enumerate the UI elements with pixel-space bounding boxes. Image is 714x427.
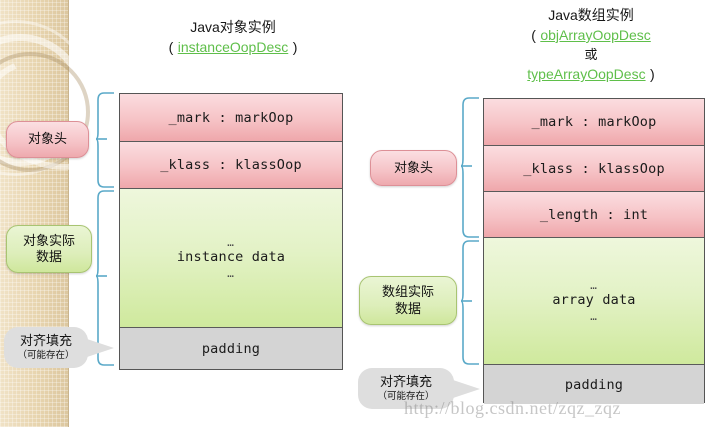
right-label-array-data: 数组实际 数据 bbox=[359, 276, 457, 325]
right-row-klass: _klass : klassOop bbox=[484, 146, 704, 192]
left-title-paren-close: ) bbox=[292, 38, 298, 55]
left-bracket-data bbox=[95, 189, 115, 369]
right-bracket-data bbox=[460, 239, 480, 368]
right-callout-padding: 对齐填充 （可能存在） bbox=[358, 368, 480, 409]
left-row-mark: _mark : markOop bbox=[120, 94, 342, 142]
left-label-object-header: 对象头 bbox=[6, 121, 89, 158]
right-array-data-text: array data bbox=[552, 292, 636, 309]
right-row-mark: _mark : markOop bbox=[484, 99, 704, 146]
left-title-link-instanceoopdesc[interactable]: instanceOopDesc bbox=[177, 38, 289, 55]
right-title-paren-close: ) bbox=[650, 66, 655, 83]
right-callout-padding-line2: （可能存在） bbox=[377, 390, 435, 402]
left-callout-padding-line2: （可能存在） bbox=[17, 349, 75, 361]
left-instance-data-text: instance data bbox=[176, 249, 286, 266]
left-label-object-data-line2: 数据 bbox=[35, 249, 62, 264]
right-label-object-header: 对象头 bbox=[370, 150, 457, 186]
right-memory-layout-table: _mark : markOop _klass : klassOop _lengt… bbox=[483, 98, 705, 404]
left-title-paren-open: ( bbox=[168, 38, 174, 55]
left-memory-layout-table: _mark : markOop _klass : klassOop … inst… bbox=[119, 93, 343, 370]
right-diagram-title: Java数组实例 ( objArrayOopDesc 或 typeArrayOo… bbox=[478, 6, 704, 86]
right-title-text: Java数组实例 bbox=[548, 7, 634, 23]
left-bracket-header bbox=[95, 91, 115, 191]
left-callout-padding: 对齐填充 （可能存在） bbox=[4, 327, 114, 368]
right-row-array-data: … array data … bbox=[484, 238, 704, 365]
right-label-array-data-line2: 数据 bbox=[394, 300, 421, 316]
right-array-dots-bottom: … bbox=[590, 309, 598, 323]
right-label-array-data-line1: 数组实际 bbox=[381, 284, 434, 300]
left-label-object-data-line1: 对象实际 bbox=[22, 232, 75, 248]
right-array-dots-top: … bbox=[590, 279, 598, 293]
left-label-object-data: 对象实际 数据 bbox=[6, 225, 92, 273]
right-bracket-header bbox=[460, 96, 480, 241]
right-row-padding: padding bbox=[484, 365, 704, 404]
right-callout-padding-line1: 对齐填充 bbox=[379, 373, 432, 389]
left-instance-dots-bottom: … bbox=[227, 266, 235, 280]
left-instance-dots-top: … bbox=[227, 236, 235, 250]
left-row-klass: _klass : klassOop bbox=[120, 142, 342, 189]
right-title-or: 或 bbox=[584, 47, 598, 63]
left-diagram-title: Java对象实例 ( instanceOopDesc ) bbox=[128, 18, 338, 58]
right-row-length: _length : int bbox=[484, 192, 704, 238]
right-callout-pointer bbox=[453, 379, 480, 398]
left-title-text: Java对象实例 bbox=[190, 19, 276, 35]
circle-ring-ornament-inner bbox=[0, 52, 90, 172]
right-title-paren-open: ( bbox=[531, 26, 536, 43]
left-callout-pointer bbox=[87, 338, 114, 357]
left-row-padding: padding bbox=[120, 328, 342, 369]
watermark-text: http://blog.csdn.net/zqz_zqz bbox=[404, 398, 621, 418]
left-callout-padding-line1: 对齐填充 bbox=[19, 332, 72, 348]
right-title-link-typearrayoopdesc[interactable]: typeArrayOopDesc bbox=[527, 66, 646, 83]
left-row-instance-data: … instance data … bbox=[120, 189, 342, 328]
right-title-link-objarrayoopdesc[interactable]: objArrayOopDesc bbox=[540, 26, 651, 43]
